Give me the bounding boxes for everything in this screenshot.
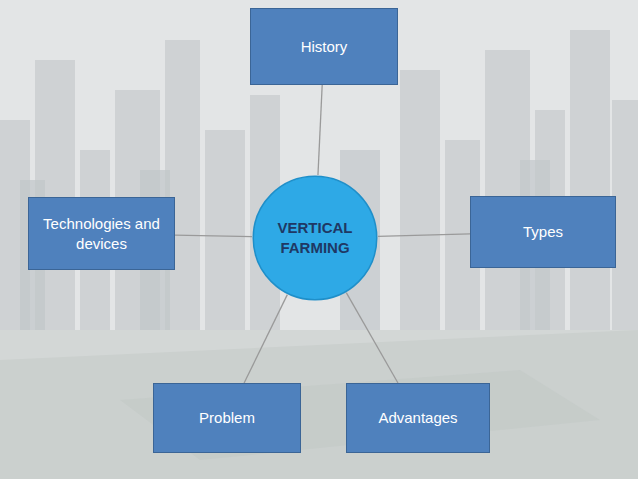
connector-line — [175, 235, 252, 237]
topic-box: Problem — [153, 383, 301, 453]
connector-line — [244, 295, 287, 383]
topic-label: History — [301, 37, 348, 57]
center-circle: VERTICAL FARMING — [252, 175, 378, 301]
center-label: VERTICAL FARMING — [262, 218, 368, 259]
connector-line — [378, 234, 470, 236]
topic-box: Technologies and devices — [28, 197, 175, 270]
connector-line — [346, 293, 398, 383]
topic-box: History — [250, 8, 398, 85]
connector-line — [318, 85, 322, 175]
topic-label: Problem — [199, 408, 255, 428]
topic-label: Technologies and devices — [39, 214, 164, 253]
circle-outline — [252, 175, 378, 301]
topic-label: Advantages — [378, 408, 457, 428]
topic-label: Types — [523, 222, 563, 242]
topic-box: Types — [470, 196, 616, 268]
topic-box: Advantages — [346, 383, 490, 453]
